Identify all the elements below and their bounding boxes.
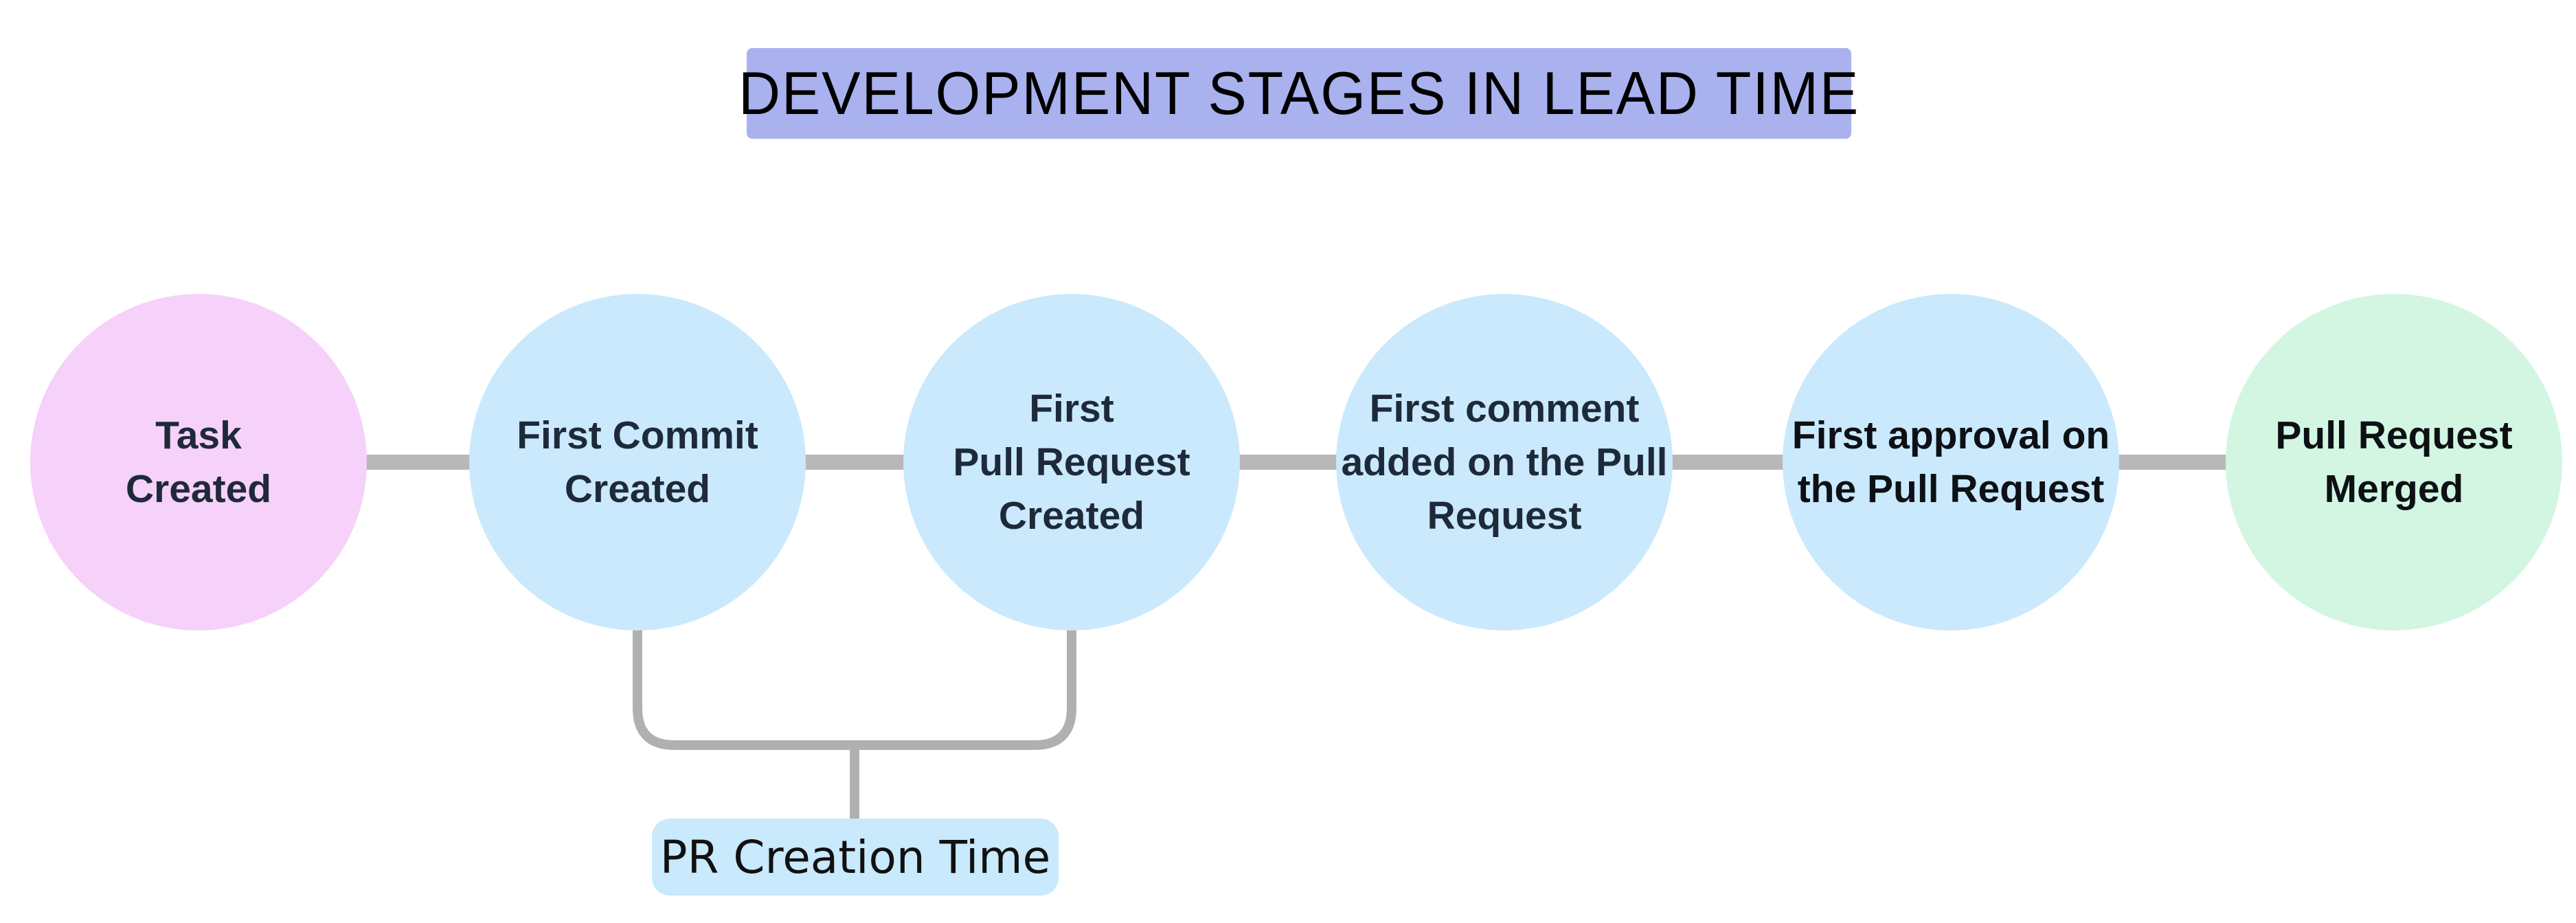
bracket-curve bbox=[633, 625, 1076, 750]
stage-circle-first-commit-created: First Commit Created bbox=[469, 294, 806, 630]
stage-label: First comment added on the Pull Request bbox=[1341, 386, 1668, 538]
stage-circle-task-created: Task Created bbox=[30, 294, 367, 630]
stage-circle-first-comment-added: First comment added on the Pull Request bbox=[1336, 294, 1673, 630]
stage-label: First approval on the Pull Request bbox=[1792, 413, 2110, 511]
title-banner: DEVELOPMENT STAGES IN LEAD TIME bbox=[738, 48, 1858, 139]
stage-circle-first-approval: First approval on the Pull Request bbox=[1783, 294, 2119, 630]
stage-circle-pull-request-merged: Pull Request Merged bbox=[2226, 294, 2562, 630]
stage-label: Task Created bbox=[125, 413, 272, 511]
stage-label: Pull Request Merged bbox=[2275, 413, 2513, 511]
stage-circle-first-pull-request-created: First Pull Request Created bbox=[903, 294, 1240, 630]
annotation-label: PR Creation Time bbox=[659, 830, 1051, 884]
annotation-pr-creation-time: PR Creation Time bbox=[652, 819, 1059, 896]
stage-label: First Commit Created bbox=[517, 413, 758, 511]
title-text: DEVELOPMENT STAGES IN LEAD TIME bbox=[738, 59, 1860, 127]
stage-label: First Pull Request Created bbox=[953, 386, 1190, 538]
